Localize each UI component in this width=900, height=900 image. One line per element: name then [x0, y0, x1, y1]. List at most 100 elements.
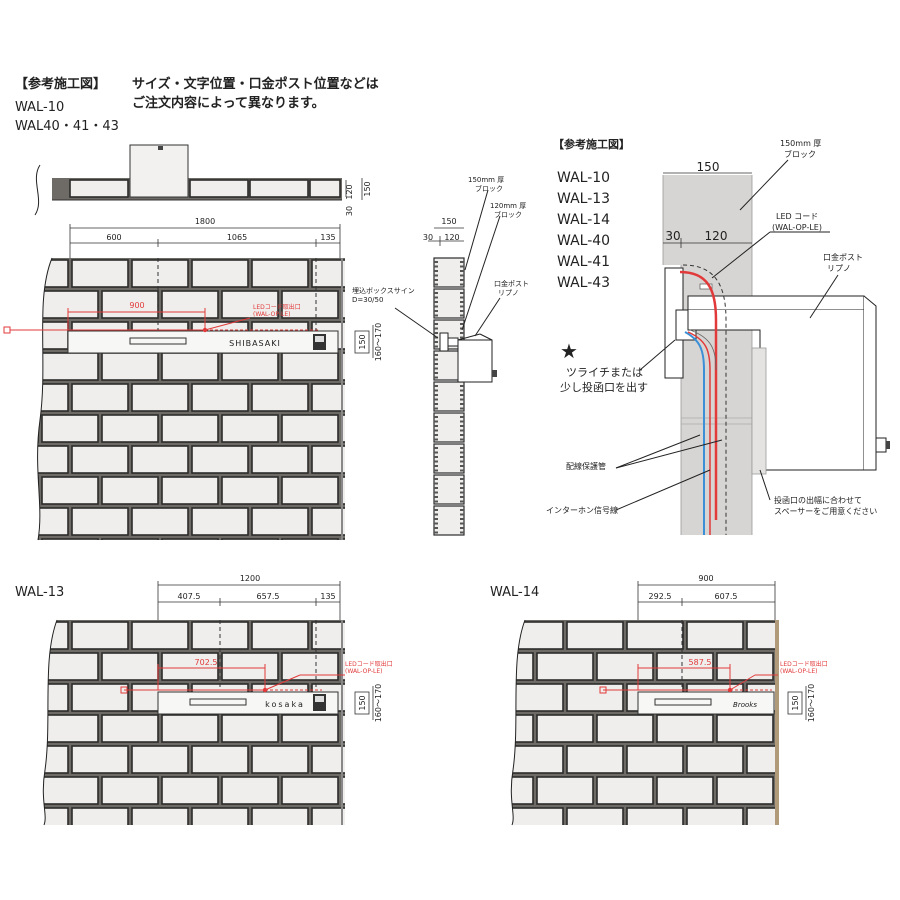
section-model-4: WAL-41: [557, 254, 610, 270]
wal13-dim-c: 135: [320, 592, 335, 601]
side-block-texture: [434, 301, 438, 303]
wall-brick: [251, 259, 309, 288]
wall-brick: [341, 714, 345, 743]
front-led-line1: LEDコード取出口: [253, 303, 301, 311]
wall-brick: [131, 445, 189, 474]
side-block-texture: [434, 265, 438, 268]
section-dim-120: 120: [705, 229, 728, 243]
wall-brick: [37, 414, 39, 443]
wall-brick: [37, 259, 69, 288]
star-icon: ★: [560, 339, 578, 363]
header-title: 【参考施工図】: [15, 76, 106, 92]
side-block-texture: [434, 513, 438, 516]
side-dim-120: 120: [444, 233, 459, 242]
side-block-texture: [434, 434, 438, 436]
wall-brick: [341, 352, 346, 381]
wall-brick: [447, 684, 503, 711]
side-block120-l1: 120mm 厚: [490, 202, 526, 210]
wall-brick: [251, 445, 309, 474]
side-block-texture: [460, 305, 464, 308]
side-block-texture: [434, 509, 438, 511]
wall-brick: [311, 383, 346, 412]
wall-brick: [536, 652, 594, 681]
wall-brick: [221, 714, 279, 743]
side-post-l1: 口金ポスト: [494, 279, 529, 288]
wall-brick: [161, 290, 219, 319]
side-block-texture: [434, 420, 438, 423]
wall-brick: [71, 683, 129, 712]
wall-brick: [101, 414, 159, 443]
wal13-vertical-dims: 150 160～170: [354, 684, 383, 722]
wall-brick: [447, 808, 503, 835]
wall-brick: [101, 352, 159, 381]
wall-brick: [161, 352, 219, 381]
wall-brick: [41, 414, 99, 443]
wal13-dim-v1: 150: [358, 695, 367, 710]
section-flush-l1: ツライチまたは: [566, 366, 643, 379]
section-led-l2: (WAL-OP-LE): [772, 223, 822, 232]
wall-brick: [191, 445, 249, 474]
wall-brick: [511, 621, 564, 650]
side-block-texture: [434, 354, 438, 356]
sign-plate-kosaka: kosaka: [157, 691, 339, 715]
front-dim-b: 1065: [227, 233, 247, 242]
wall-brick: [37, 383, 69, 412]
section-block-l2: ブロック: [784, 149, 816, 159]
wall-brick: [71, 621, 129, 650]
side-block-texture: [460, 518, 464, 520]
side-block-texture: [434, 465, 438, 467]
wall-brick: [281, 652, 339, 681]
side-block-texture: [460, 310, 464, 312]
front-dim-total: 1800: [195, 217, 215, 226]
side-block-texture: [434, 527, 438, 529]
side-block-texture: [460, 487, 464, 489]
side-block: [433, 257, 465, 288]
side-block: [433, 288, 465, 319]
wall-brick: [626, 621, 684, 650]
sign-text-shibasaki: SHIBASAKI: [229, 339, 281, 348]
big-section: 【参考施工図】 WAL-10 WAL-13 WAL-14 WAL-40 WAL-…: [546, 137, 890, 535]
side-block: [433, 505, 465, 536]
side-block-texture: [434, 345, 438, 348]
side-block-texture: [460, 265, 464, 268]
side-block-texture: [434, 283, 438, 286]
wall-brick: [71, 745, 129, 774]
wall-brick: [37, 290, 39, 319]
side-block-texture: [434, 451, 438, 454]
side-block150-l2: ブロック: [475, 184, 503, 193]
side-block-texture: [460, 438, 464, 441]
wall-brick: [191, 745, 249, 774]
wal14-vertical-dims: 150 160～170: [787, 684, 816, 722]
side-block-texture: [460, 425, 464, 427]
side-block-texture: [434, 292, 438, 294]
led-guide-wal13: 702.5 LEDコード取出口 (WAL-OP-LE): [120, 658, 393, 694]
wall-brick: [566, 745, 624, 774]
side-block-texture: [434, 403, 438, 405]
side-block-texture: [460, 500, 464, 503]
wall-brick: [341, 538, 346, 540]
wal13-dim-total: 1200: [240, 574, 260, 583]
section-title: 【参考施工図】: [553, 137, 630, 151]
side-block-texture: [460, 292, 464, 294]
side-block-texture: [460, 416, 464, 418]
side-block-texture: [434, 425, 438, 427]
wall-brick: [221, 290, 279, 319]
side-block-texture: [434, 270, 438, 272]
section-model-2: WAL-14: [557, 212, 610, 228]
wall-brick: [37, 321, 69, 350]
wall-brick: [656, 714, 714, 743]
wall-brick: [656, 776, 714, 805]
side-block-texture: [434, 327, 438, 330]
side-block-texture: [434, 310, 438, 312]
side-block-texture: [460, 509, 464, 511]
side-block-texture: [460, 389, 464, 392]
section-spacer-l1: 投函口の出幅に合わせて: [774, 495, 862, 505]
sign-plate-brooks: Brooks: [637, 691, 775, 715]
wall-brick: [161, 714, 219, 743]
wall-brick: [281, 714, 339, 743]
wall-brick: [341, 414, 346, 443]
wall-brick: [131, 807, 189, 825]
wall-brick: [221, 652, 279, 681]
top-dim-120: 120: [345, 184, 354, 199]
